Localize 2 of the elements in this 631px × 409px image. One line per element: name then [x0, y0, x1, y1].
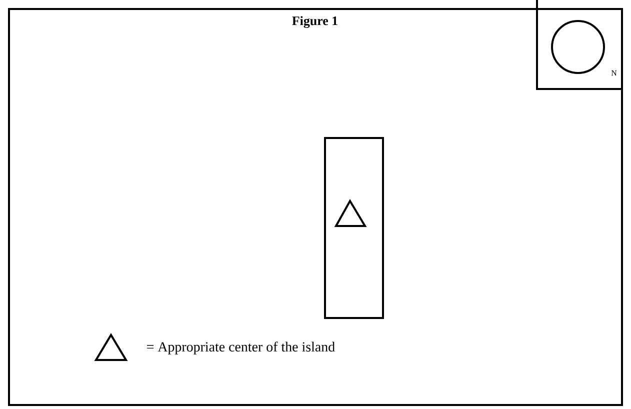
title: Figure 1 — [292, 16, 338, 28]
legend-text: = Appropriate center of the island — [147, 342, 335, 354]
